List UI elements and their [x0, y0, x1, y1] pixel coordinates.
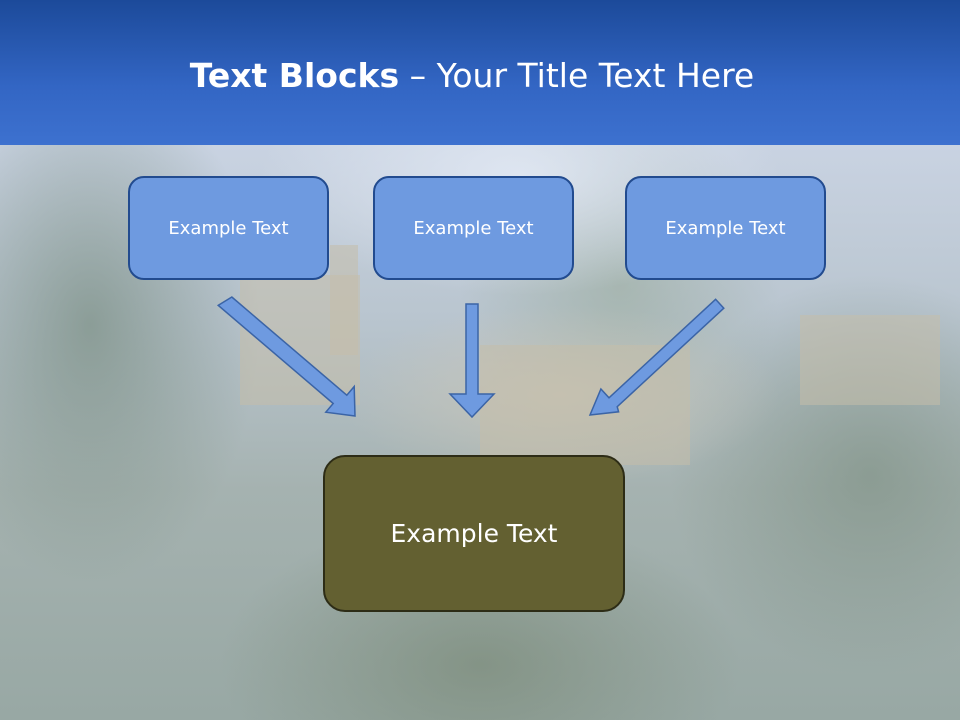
text-block-1-label: Example Text [168, 217, 289, 239]
result-block[interactable]: Example Text [323, 455, 625, 612]
text-block-3-label: Example Text [665, 217, 786, 239]
text-block-3[interactable]: Example Text [625, 176, 826, 280]
title-rest: – Your Title Text Here [409, 56, 755, 95]
result-block-label: Example Text [390, 519, 558, 548]
arrow-right [588, 298, 725, 416]
arrow-center [448, 303, 496, 419]
title-bold: Text Blocks [189, 56, 400, 95]
text-block-2[interactable]: Example Text [373, 176, 574, 280]
slide-title: Text Blocks – Your Title Text Here [0, 54, 944, 98]
text-block-1[interactable]: Example Text [128, 176, 329, 280]
text-block-2-label: Example Text [413, 217, 534, 239]
arrow-left [216, 296, 356, 417]
title-bar: Text Blocks – Your Title Text Here [0, 0, 960, 145]
